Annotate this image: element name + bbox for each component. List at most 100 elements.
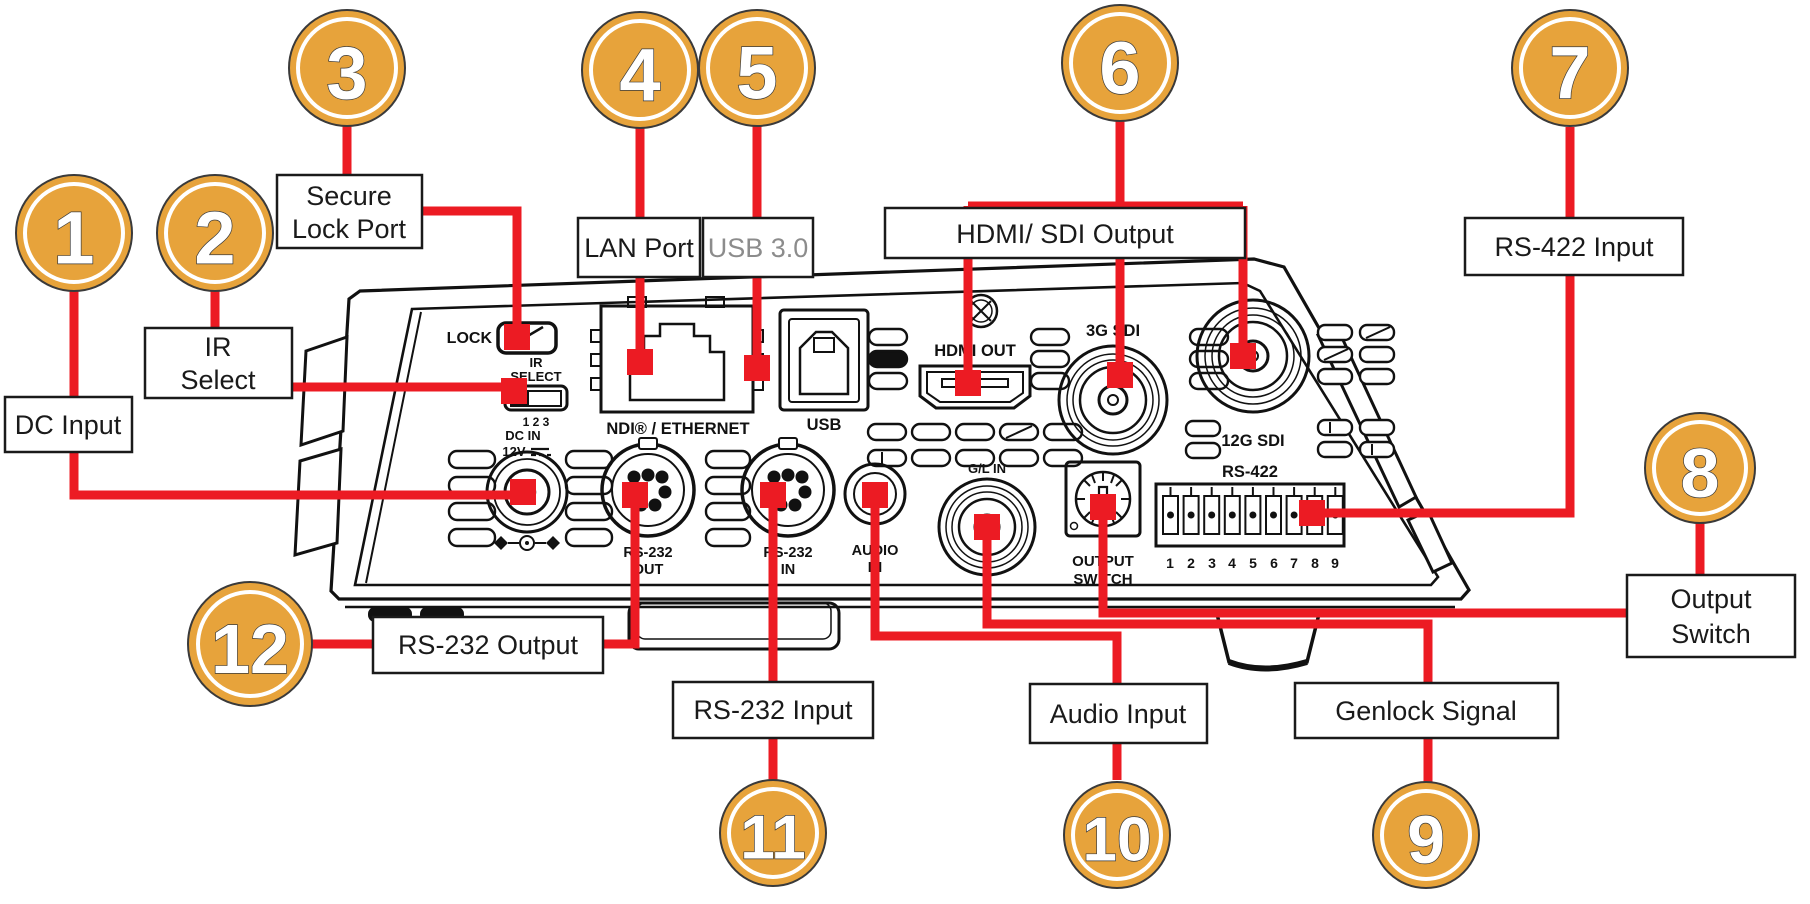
- label-secure-lock-port: Secure Lock Port: [275, 173, 424, 250]
- svg-text:5: 5: [1249, 555, 1257, 571]
- rs232-in-label-2: IN: [781, 562, 796, 578]
- label-ir-select: IR Select: [143, 326, 294, 400]
- dc-polarity-symbol: [494, 535, 560, 551]
- svg-text:6: 6: [1099, 27, 1140, 110]
- rs422-pin-numbers: 1 2 3 4 5 6 7 8 9: [1166, 555, 1339, 571]
- svg-text:3: 3: [1208, 555, 1216, 571]
- callout-endpoint-rs422: [1299, 500, 1325, 526]
- label-lan-port: LAN Port: [576, 216, 702, 279]
- hdmi-out-label: HDMI OUT: [934, 342, 1016, 360]
- lock-label: LOCK: [447, 330, 493, 347]
- svg-text:Output: Output: [1670, 584, 1752, 614]
- hdmi-out-port: HDMI OUT: [918, 293, 1032, 410]
- svg-text:Lock Port: Lock Port: [292, 214, 407, 244]
- ir-select-label-1: IR: [530, 355, 544, 370]
- callout-endpoint-rs232-out: [622, 482, 648, 508]
- badge-11: 11: [719, 779, 827, 887]
- badge-10: 10: [1063, 781, 1171, 889]
- callout-lines: [69, 121, 1705, 782]
- label-rs232-input: RS-232 Input: [671, 680, 875, 740]
- callout-endpoint-genlock: [974, 514, 1000, 540]
- vent-slots: [447, 323, 1396, 548]
- rs422-label: RS-422: [1222, 463, 1278, 481]
- svg-text:9: 9: [1331, 555, 1339, 571]
- svg-text:12: 12: [211, 610, 289, 688]
- svg-text:7: 7: [1549, 32, 1590, 115]
- svg-text:USB 3.0: USB 3.0: [708, 233, 809, 263]
- callout-line-12: [312, 498, 640, 649]
- callout-endpoint-audio: [862, 482, 888, 508]
- ndi-ethernet-label: NDI® / ETHERNET: [606, 420, 749, 438]
- svg-text:8: 8: [1311, 555, 1319, 571]
- label-rs422-input: RS-422 Input: [1463, 216, 1685, 277]
- label-rs232-output: RS-232 Output: [371, 615, 605, 675]
- svg-text:Switch: Switch: [1671, 619, 1751, 649]
- rs232-out-label-2: OUT: [633, 562, 664, 578]
- badge-7: 7: [1511, 9, 1629, 127]
- sdi-12g-bnc: 12G SDI: [1195, 298, 1311, 450]
- svg-text:HDMI/ SDI Output: HDMI/ SDI Output: [956, 219, 1174, 249]
- label-hdmi-sdi-output: HDMI/ SDI Output: [883, 206, 1247, 260]
- callout-endpoint-hdmi: [955, 370, 981, 396]
- callout-line-8: [1098, 509, 1705, 618]
- camera-body: [293, 257, 1471, 672]
- callout-endpoint-rs232-in: [760, 482, 786, 508]
- callout-line-1: [69, 291, 512, 500]
- svg-text:7: 7: [1290, 555, 1298, 571]
- badge-3: 3: [288, 9, 406, 127]
- ir-select-positions: 1 2 3: [523, 415, 550, 429]
- svg-text:1: 1: [53, 197, 94, 280]
- badge-9: 9: [1372, 781, 1480, 889]
- callout-labels: DC Input IR Select Secure Lock Port LAN …: [3, 173, 1797, 745]
- callout-line-10: [870, 499, 1122, 780]
- sdi-3g-label: 3G SDI: [1086, 322, 1140, 340]
- callout-endpoint-usb: [744, 355, 770, 381]
- svg-text:9: 9: [1407, 802, 1445, 878]
- dc-in-label-1: DC IN: [505, 428, 540, 443]
- svg-text:1: 1: [1166, 555, 1174, 571]
- left-fin-bottom: [293, 446, 343, 558]
- callout-endpoint-ir-select: [501, 378, 527, 404]
- callout-endpoint-output-switch: [1090, 494, 1116, 520]
- callout-line-3: [342, 126, 522, 330]
- svg-text:3: 3: [326, 32, 367, 115]
- bottom-tray-inner: [636, 602, 832, 640]
- usb-label: USB: [807, 416, 842, 434]
- label-output-switch: Output Switch: [1625, 573, 1797, 659]
- badge-12: 12: [187, 581, 313, 707]
- badge-6: 6: [1061, 4, 1179, 122]
- svg-text:4: 4: [1228, 555, 1236, 571]
- callout-endpoint-3gsdi: [1107, 362, 1133, 388]
- svg-text:11: 11: [740, 804, 806, 873]
- badge-1: 1: [15, 174, 133, 292]
- sdi-12g-label: 12G SDI: [1221, 432, 1284, 450]
- svg-text:Audio Input: Audio Input: [1050, 699, 1187, 729]
- callout-line-2: [210, 291, 505, 392]
- svg-text:4: 4: [619, 34, 660, 117]
- usb-b-port: USB: [778, 308, 870, 434]
- callout-endpoint-dc-in: [510, 479, 536, 505]
- label-dc-input-text: DC Input: [15, 410, 122, 440]
- label-usb-3-0: USB 3.0: [701, 216, 815, 279]
- label-genlock-signal: Genlock Signal: [1293, 681, 1560, 740]
- svg-text:8: 8: [1681, 434, 1720, 512]
- callout-line-9: [982, 531, 1433, 782]
- svg-text:RS-422 Input: RS-422 Input: [1494, 232, 1654, 262]
- bottom-pedestal-base: [1227, 659, 1308, 672]
- badge-4: 4: [581, 11, 699, 129]
- callout-badges: 1 2 3 4 5 6 7: [15, 4, 1756, 889]
- svg-text:Genlock Signal: Genlock Signal: [1335, 696, 1517, 726]
- label-audio-input: Audio Input: [1028, 682, 1209, 745]
- label-dc-input: DC Input: [3, 395, 134, 454]
- svg-text:10: 10: [1083, 806, 1152, 875]
- svg-text:RS-232 Output: RS-232 Output: [398, 630, 579, 660]
- svg-text:Select: Select: [180, 365, 256, 395]
- svg-text:IR: IR: [205, 332, 232, 362]
- callout-endpoint-12gsdi: [1230, 343, 1256, 369]
- svg-text:5: 5: [736, 32, 777, 115]
- svg-text:2: 2: [1187, 555, 1195, 571]
- svg-text:Secure: Secure: [306, 181, 392, 211]
- badge-5: 5: [698, 9, 816, 127]
